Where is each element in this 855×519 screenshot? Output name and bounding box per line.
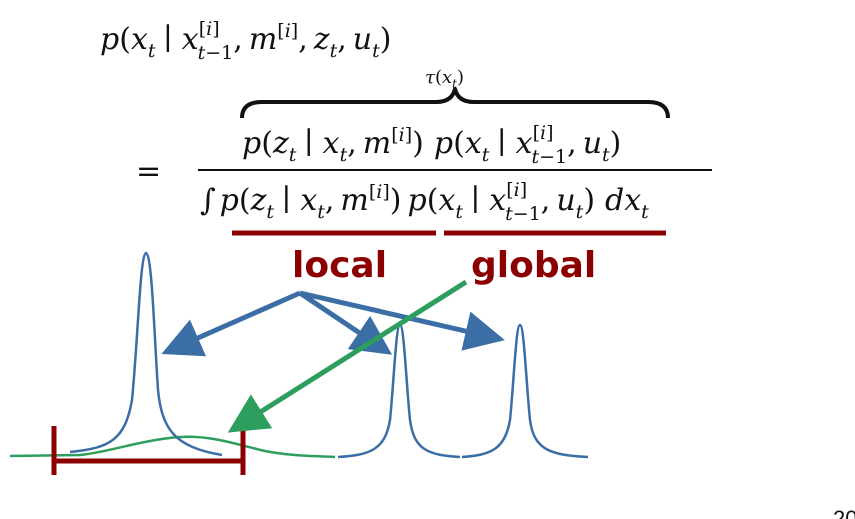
page-number: 20 bbox=[833, 506, 855, 519]
global-arrow bbox=[227, 279, 468, 433]
equals-sign: = bbox=[136, 154, 161, 189]
local-peak-1 bbox=[69, 251, 223, 457]
local-arrows bbox=[161, 290, 505, 357]
local-peak-2 bbox=[337, 323, 461, 459]
local-peak-3 bbox=[461, 323, 589, 459]
formula-numerator: p(zt∣ xt,m[i])p(xt∣ x[i]t−1,ut) bbox=[242, 122, 621, 168]
arrow-to-peak-3 bbox=[299, 290, 505, 351]
overbrace-label: τ(xt) bbox=[425, 67, 464, 91]
formula-lhs: p(xt∣ x[i]t−1,m[i],zt,ut) bbox=[100, 18, 391, 64]
interval-bracket bbox=[51, 426, 246, 475]
arrow-to-peak-1 bbox=[161, 290, 302, 357]
svg-text:∫p(zt∣ xt,m[i])p(xt∣ x[i]t−1,u: ∫p(zt∣ xt,m[i])p(xt∣ x[i]t−1,ut)dxt bbox=[200, 179, 649, 225]
svg-text:p(xt∣ x[i]t−1,m[i],zt,ut): p(xt∣ x[i]t−1,m[i],zt,ut) bbox=[100, 18, 391, 64]
global-proposal-curve bbox=[9, 435, 336, 459]
formula-denominator: ∫p(zt∣ xt,m[i])p(xt∣ x[i]t−1,ut)dxt bbox=[200, 179, 649, 225]
global-label: global bbox=[471, 245, 596, 286]
local-label: local bbox=[292, 245, 387, 286]
overbrace bbox=[240, 87, 670, 119]
svg-text:p(zt∣ xt,m[i])p(xt∣ x[i]t−1,ut: p(zt∣ xt,m[i])p(xt∣ x[i]t−1,ut) bbox=[242, 122, 621, 168]
